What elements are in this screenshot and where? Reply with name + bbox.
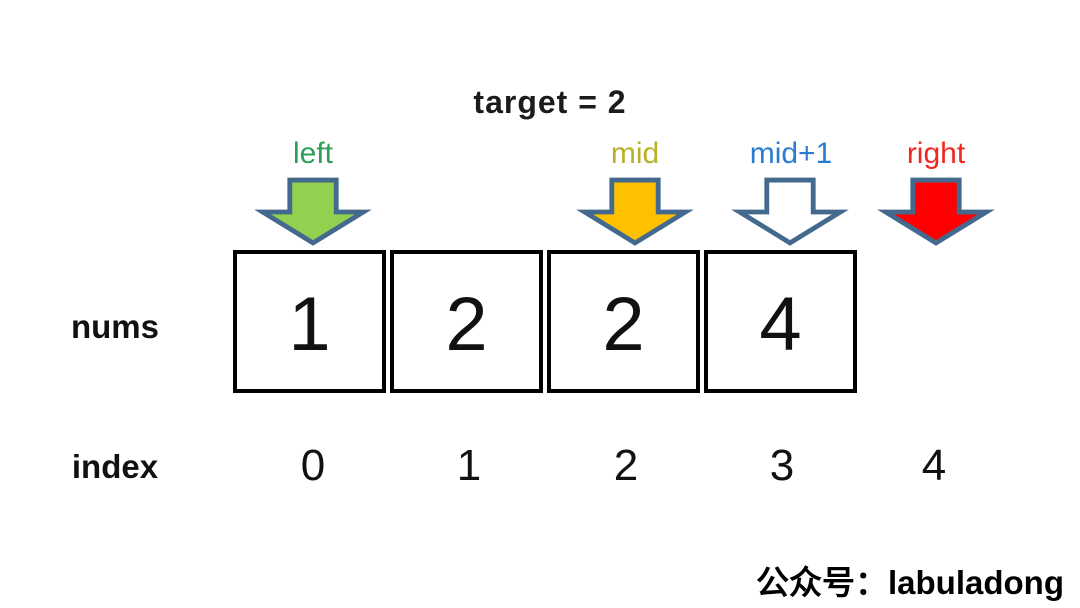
array-cell-1: 2 (390, 250, 543, 393)
mid-down-arrow-icon (576, 177, 694, 246)
array-cell-3: 4 (704, 250, 857, 393)
left-arrow-shape (254, 177, 372, 246)
right-down-arrow-icon (877, 177, 995, 246)
array-cell-2: 2 (547, 250, 700, 393)
index-row-label: index (71, 448, 159, 485)
index-value-0: 0 (300, 441, 326, 490)
mid-arrow-shape (576, 177, 694, 246)
cell-value: 2 (445, 281, 488, 367)
target-title: target = 2 (473, 84, 627, 120)
index-value-4: 4 (921, 441, 947, 490)
array-cell-0: 1 (233, 250, 386, 393)
left-down-arrow-icon (254, 177, 372, 246)
index-value-1: 1 (456, 441, 482, 490)
cell-value: 2 (602, 281, 645, 367)
pointer-label-left: left (292, 137, 334, 170)
pointer-label-right: right (906, 137, 966, 170)
pointer-label-mid: mid (610, 137, 660, 170)
index-value-3: 3 (769, 441, 795, 490)
cell-value: 4 (759, 281, 802, 367)
index-value-2: 2 (613, 441, 639, 490)
mid-plus-1-arrow-shape (731, 177, 849, 246)
mid-plus-1-down-arrow-icon (731, 177, 849, 246)
nums-row-label: nums (70, 308, 159, 345)
watermark-text: 公众号：labuladong (756, 564, 1064, 601)
right-arrow-shape (877, 177, 995, 246)
pointer-label-mid-plus-1: mid+1 (749, 137, 833, 170)
cell-value: 1 (288, 281, 331, 367)
